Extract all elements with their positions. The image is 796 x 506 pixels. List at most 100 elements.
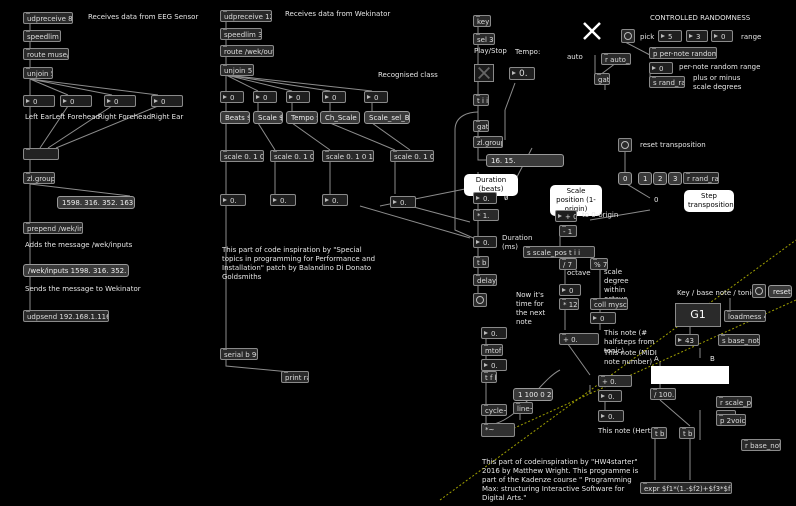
multiply-signal-object[interactable]: *~	[481, 423, 515, 437]
base-note-number[interactable]: 43	[675, 334, 699, 346]
print-raw-object[interactable]: print raw	[281, 371, 309, 383]
unjoin-eeg[interactable]: unjoin 5	[23, 67, 53, 79]
mtof-output-number[interactable]: 0.	[481, 359, 507, 371]
udpreceive-eeg[interactable]: udpreceive 8000	[23, 12, 73, 24]
wek-out4-number[interactable]: 0	[322, 91, 346, 103]
t-i-i-object[interactable]: t i i	[473, 94, 489, 106]
delay-object[interactable]: delay 0.	[473, 274, 497, 286]
r-base-note-object[interactable]: r base_note	[741, 439, 781, 451]
coll-output-number[interactable]: 0	[590, 312, 616, 324]
div-7-object[interactable]: / 7	[559, 258, 577, 270]
durations-message[interactable]: 16. 15.	[486, 154, 564, 167]
plus-halfsteps-object[interactable]: + 0.	[559, 333, 599, 345]
r-auto-rand-object[interactable]: r auto_rand	[601, 53, 631, 65]
s-rand-range-object[interactable]: s rand_range	[649, 76, 685, 88]
scaled-c-number[interactable]: 0.	[322, 194, 348, 206]
duration-ms-number[interactable]: 0.	[473, 236, 497, 248]
s-scale-pos-object[interactable]: s scale_pos t i i	[523, 246, 595, 258]
tempo-number[interactable]: 0.	[509, 67, 535, 80]
plus-midi-object[interactable]: + 0.	[598, 375, 632, 387]
scaled-d-number[interactable]: 0.	[390, 196, 416, 208]
minus-one-object[interactable]: - 1	[559, 225, 577, 237]
unjoin-wek[interactable]: unjoin 5	[220, 64, 254, 76]
reset-key-message[interactable]: reset	[768, 285, 792, 298]
next-note-bang[interactable]	[473, 293, 487, 307]
octave-number[interactable]: 0	[559, 284, 581, 296]
coll-myscale-object[interactable]: coll myscale	[590, 298, 628, 310]
pick-number-2[interactable]: 3	[686, 30, 708, 42]
speedlim-wek[interactable]: speedlim 300	[220, 28, 262, 40]
udpsend-object[interactable]: udpsend 192.168.1.116 6448	[23, 310, 109, 322]
auto-toggle[interactable]	[580, 20, 604, 42]
s-base-note-object[interactable]: s base_note	[718, 334, 760, 346]
expr-object[interactable]: expr $f1*(1.-$f2)+$f3*$f2	[640, 482, 732, 494]
gate-object[interactable]: gate	[473, 120, 489, 132]
loadmess-object[interactable]: loadmess 43	[724, 310, 766, 322]
wek-out5-number[interactable]: 0	[364, 91, 388, 103]
sel-object[interactable]: sel 32	[473, 33, 495, 45]
r-scale-pos-object[interactable]: r scale_pos	[716, 396, 752, 408]
line-object[interactable]: line~	[513, 402, 533, 414]
r-rand-range-object[interactable]: r rand_range	[683, 172, 719, 184]
transpose-2-message[interactable]: 2	[653, 172, 667, 185]
cycle-object[interactable]: cycle~	[481, 404, 507, 416]
scale-object-b[interactable]: scale 0. 1 0 40	[270, 150, 314, 162]
crossfade-slider[interactable]	[651, 366, 729, 384]
route-wek[interactable]: route /wek/outputs	[220, 45, 274, 57]
scale-object-d[interactable]: scale 0. 1 0 50	[390, 150, 434, 162]
mtof-input-number[interactable]: 0.	[481, 327, 507, 339]
mtof-object[interactable]: mtof	[481, 344, 503, 356]
wek-out1-number[interactable]: 0	[220, 91, 244, 103]
scale-message[interactable]: Scale $1	[253, 111, 283, 124]
pick-bang[interactable]	[621, 29, 635, 43]
t-b-f-object[interactable]: t b f	[473, 256, 489, 268]
wek-out3-number[interactable]: 0	[286, 91, 310, 103]
random-gate-object[interactable]: gate	[594, 73, 610, 85]
udpreceive-wek[interactable]: udpreceive 12000	[220, 10, 272, 22]
eeg-values-message[interactable]: 1598. 316. 352. 163.	[57, 196, 135, 209]
div-100-object[interactable]: / 100.	[650, 388, 676, 400]
scaled-b-number[interactable]: 0.	[270, 194, 296, 206]
eeg-ch3-number[interactable]: 0	[104, 95, 136, 107]
mod-7-object[interactable]: % 7	[590, 258, 608, 270]
zl-group2-object[interactable]: zl.group 2	[473, 136, 503, 148]
tempo-message[interactable]: Tempo $1	[286, 111, 318, 124]
per-note-number[interactable]: 0	[649, 62, 673, 74]
pick-number-3[interactable]: 0	[711, 30, 733, 42]
eeg-ch2-number[interactable]: 0	[60, 95, 92, 107]
wek-inputs-message[interactable]: /wek/inputs 1598. 316. 352. 163.	[23, 264, 129, 277]
reset-key-bang[interactable]	[752, 284, 766, 298]
hertz-number[interactable]: 0.	[598, 410, 624, 422]
pack-object[interactable]	[23, 148, 59, 160]
transpose-1-message[interactable]: 1	[638, 172, 652, 185]
transpose-0-message[interactable]: 0	[618, 172, 632, 185]
key-object[interactable]: key	[473, 15, 491, 27]
route-eeg[interactable]: route muse/eeg	[23, 48, 69, 60]
speedlim-eeg[interactable]: speedlim 60	[23, 30, 61, 42]
multiply-object[interactable]: * 1.	[473, 209, 499, 221]
multiply-12-object[interactable]: * 12	[559, 298, 579, 310]
duration-beats-number[interactable]: 0.	[473, 192, 497, 204]
play-stop-toggle[interactable]	[474, 64, 494, 82]
serial-object[interactable]: serial b 9600	[220, 348, 258, 360]
wek-out2-number[interactable]: 0	[253, 91, 277, 103]
per-note-range-object[interactable]: p per-note random range	[649, 47, 717, 59]
eeg-ch4-number[interactable]: 0	[151, 95, 183, 107]
eeg-ch1-number[interactable]: 0	[23, 95, 55, 107]
base-note-keyboard[interactable]: G1	[675, 303, 721, 327]
scale-object-a[interactable]: scale 0. 1 0 50	[220, 150, 264, 162]
t-f-b-object[interactable]: t f b	[481, 371, 497, 383]
midi-number[interactable]: 0.	[598, 390, 622, 402]
transpose-3-message[interactable]: 3	[668, 172, 682, 185]
beats-message[interactable]: Beats $1	[220, 111, 250, 124]
prepend-object[interactable]: prepend /wek/inputs	[23, 222, 83, 234]
scaled-a-number[interactable]: 0.	[220, 194, 246, 206]
p-2voice-object[interactable]: p 2voice	[716, 414, 746, 426]
ch-scale-message[interactable]: Ch_Scale $1	[320, 111, 360, 124]
pick-number-1[interactable]: 5	[658, 30, 682, 42]
scale-sel-message[interactable]: Scale_sel_B $1	[364, 111, 410, 124]
t-b-f-a-object[interactable]: t b f	[651, 427, 667, 439]
envelope-message[interactable]: 1 100 0 220	[513, 388, 553, 401]
